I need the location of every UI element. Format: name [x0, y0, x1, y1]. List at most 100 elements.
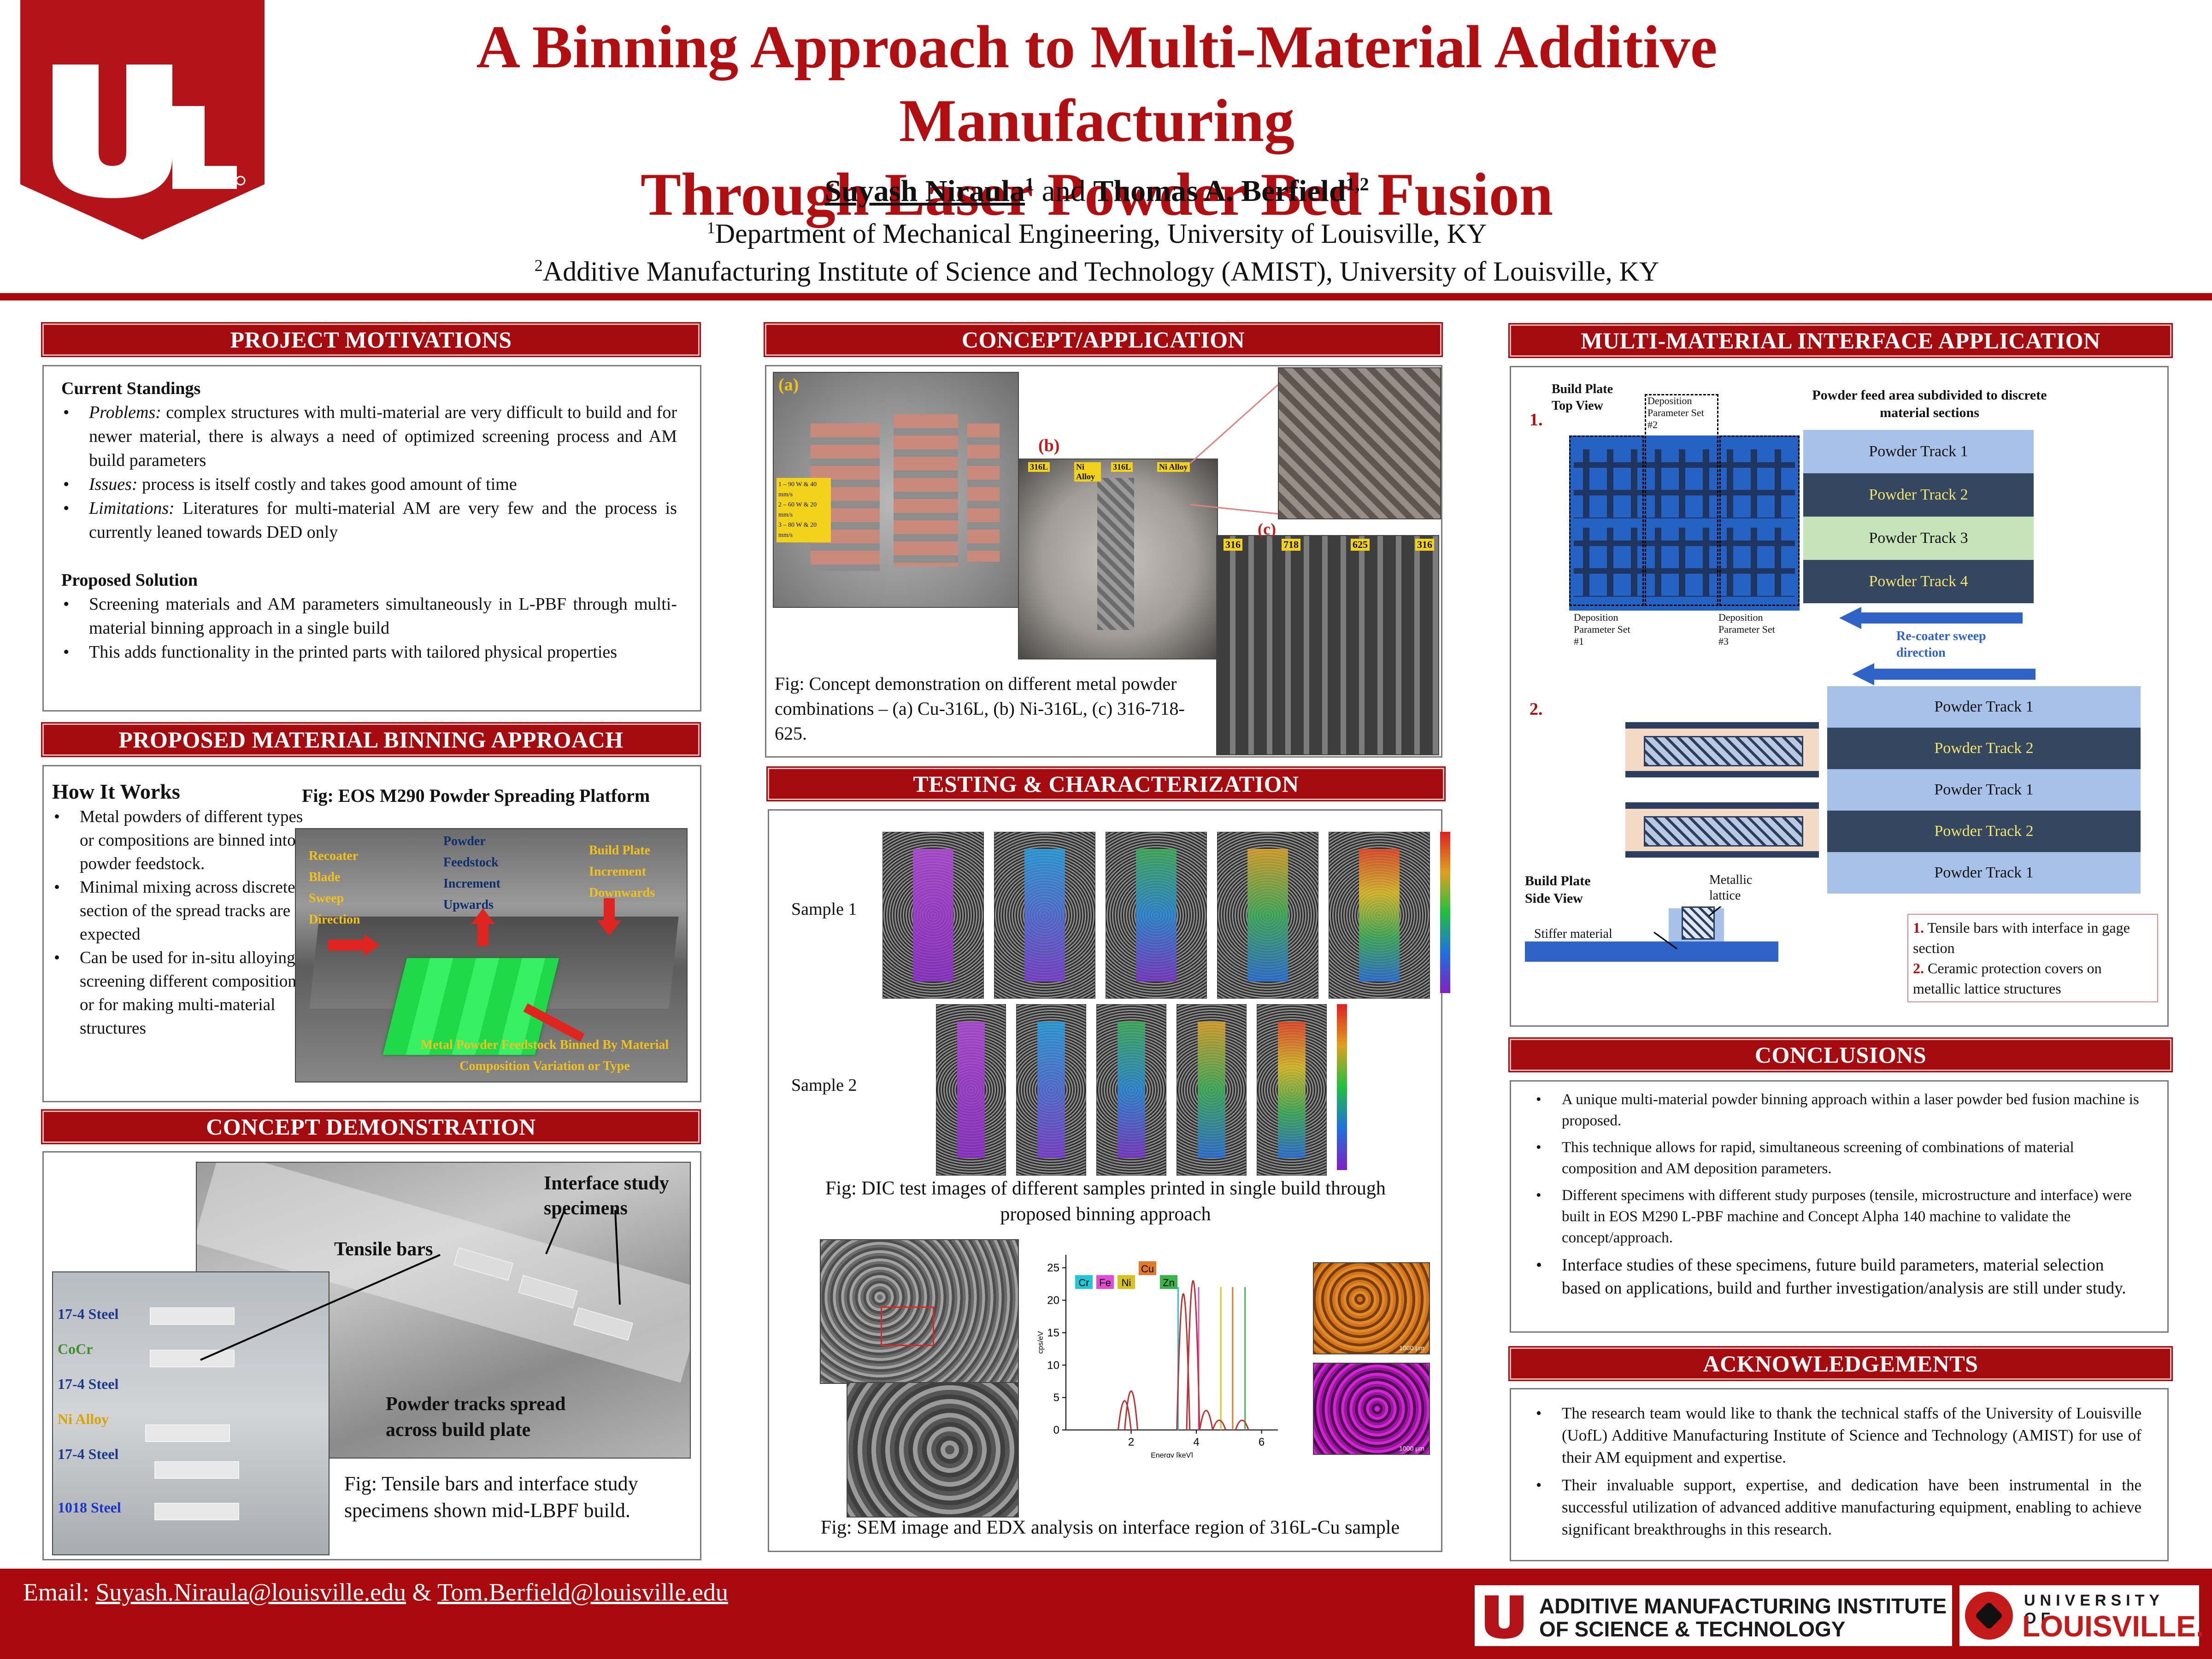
dic-image: [1106, 832, 1207, 999]
email-link-2[interactable]: Tom.Berfield@louisville.edu: [437, 1578, 728, 1606]
lattice-block-2: [1625, 802, 1819, 858]
tensile-bar: [150, 1307, 235, 1325]
side-view-label: Build Plate Side View: [1525, 873, 1591, 906]
dic-strain-field: [1024, 849, 1065, 982]
concept-photo-a: 1 – 90 W & 40 mm/s 2 – 60 W & 20 mm/s 3 …: [773, 372, 1019, 608]
spectrum-peak: [1212, 1419, 1227, 1430]
powder-track: Powder Track 4: [1803, 560, 2034, 603]
current-standings-list: Problems: complex structures with multi-…: [61, 400, 677, 544]
email-label: Email:: [23, 1578, 96, 1606]
note-1: 1. Tensile bars with interface in gage s…: [1913, 919, 2130, 956]
interface-panel: 1. Build Plate Top View Deposition Param…: [1510, 366, 2169, 1027]
powder-track: Powder Track 1: [1827, 769, 2141, 811]
spectrum-peak: [1124, 1390, 1139, 1430]
section-title-acknowledgements: ACKNOWLEDGEMENTS: [1510, 1347, 2171, 1380]
powder-track: Powder Track 1: [1803, 430, 2034, 473]
dic-strain-field: [1136, 849, 1177, 982]
list-item: Interface studies of these specimens, fu…: [1536, 1254, 2141, 1300]
authors: Suyash Niraula1 and Thomas A. Berfield1,…: [323, 166, 1871, 210]
tag: 718: [1282, 539, 1300, 551]
eos-figure-title: Fig: EOS M290 Powder Spreading Platform: [302, 785, 650, 806]
conclusions-list: A unique multi-material powder binning a…: [1530, 1089, 2141, 1300]
edx-map-cu: 1000 µm: [1313, 1262, 1430, 1354]
label-a: (a): [778, 375, 799, 394]
x-tick-label: 2: [1128, 1436, 1134, 1448]
acknowledgements-panel: The research team would like to thank th…: [1510, 1388, 2169, 1561]
powder-track: Powder Track 2: [1827, 728, 2141, 769]
lattice: [1682, 906, 1715, 940]
x-tick-label: 4: [1193, 1436, 1199, 1448]
section-title-interface: MULTI-MATERIAL INTERFACE APPLICATION: [1510, 324, 2171, 357]
y-tick-label: 15: [1047, 1327, 1059, 1339]
material-label: 17-4 Steel: [58, 1446, 119, 1462]
sem-image-top: [820, 1239, 1019, 1384]
cover: [1625, 771, 1819, 777]
lattice-block: [1097, 478, 1134, 630]
concept-photo-c: 316 718 625 316: [1216, 535, 1439, 755]
concept-photo-lattice: [1278, 367, 1441, 519]
section-title-conclusions: CONCLUSIONS: [1510, 1039, 2171, 1071]
note-2: 2. Ceramic protection covers on metallic…: [1913, 960, 2102, 997]
interface-notes: 1. Tensile bars with interface in gage s…: [1907, 914, 2158, 1002]
dep-box: [1719, 435, 1800, 606]
side-view-diagram: [1525, 906, 1778, 962]
top-view-label: Build Plate Top View: [1552, 382, 1613, 413]
section-title-demo: CONCEPT DEMONSTRATION: [42, 1111, 700, 1143]
title-line-1: A Binning Approach to Multi-Material Add…: [476, 13, 1718, 154]
dic-image: [1016, 1004, 1086, 1176]
poster-title: A Binning Approach to Multi-Material Add…: [323, 10, 1871, 231]
author-1-sup: 1: [1025, 174, 1035, 194]
y-tick-label: 25: [1047, 1262, 1059, 1274]
arrow-powder-up-head: [471, 908, 495, 924]
affiliation-2: 2Additive Manufacturing Institute of Sci…: [323, 248, 1871, 289]
y-tick-label: 0: [1053, 1424, 1059, 1436]
list-item: This technique allows for rapid, simulta…: [1536, 1137, 2141, 1179]
arrow-plate-down: [604, 898, 615, 921]
tracks-2: Powder Track 1 Powder Track 2 Powder Tra…: [1827, 686, 2141, 894]
dep-box: [1645, 394, 1718, 606]
amist-logo: ADDITIVE MANUFACTURING INSTITUTE OF SCIE…: [1475, 1585, 1952, 1646]
dic-row-1: [882, 832, 1450, 999]
author-2: Thomas A. Berfield: [1093, 174, 1346, 208]
section-title-testing: TESTING & CHARACTERIZATION: [768, 768, 1444, 800]
binning-panel: How It Works Metal powders of different …: [42, 765, 701, 1102]
material-label: 1018 Steel: [58, 1499, 121, 1516]
spectrum-peak: [1186, 1280, 1200, 1430]
footer-band: Email: Suyash.Niraula@louisville.edu & T…: [0, 1569, 2212, 1659]
dic-image: [1329, 832, 1430, 999]
dic-strain-field: [1359, 849, 1400, 982]
list-item: Their invaluable support, expertise, and…: [1536, 1474, 2141, 1541]
cover: [1625, 851, 1819, 858]
amist-line-2: OF SCIENCE & TECHNOLOGY: [1539, 1617, 1846, 1641]
arrow-recoater: [328, 940, 365, 951]
material-label: CoCr: [58, 1341, 93, 1357]
tag: 625: [1351, 539, 1370, 551]
dic-image: [994, 832, 1095, 999]
powder-track: Powder Track 1: [1827, 852, 2141, 894]
author-1: Suyash Niraula: [824, 174, 1025, 208]
arrow-plate-down-head: [597, 920, 621, 936]
dic-strain-field: [957, 1022, 985, 1158]
dic-strain-field: [1118, 1022, 1145, 1158]
interface-study-label: Interface study specimens: [544, 1173, 669, 1219]
element-label-ni: Ni: [1122, 1277, 1131, 1288]
uni-line-1: UNIVERSITY OF: [2024, 1592, 2164, 1627]
proposed-solution-heading: Proposed Solution: [61, 571, 198, 590]
element-label-fe: Fe: [1099, 1277, 1111, 1288]
feed-title: Powder feed area subdivided to discrete …: [1812, 388, 2047, 420]
uofl-mini-logo: [1485, 1595, 1524, 1639]
section-title-binning: PROPOSED MATERIAL BINNING APPROACH: [42, 724, 700, 756]
scale-label: 1000 µm: [1399, 1445, 1424, 1452]
arrow-powder-up: [477, 923, 488, 946]
label-powder-feedstock: Powder Feedstock Increment Upwards: [443, 834, 500, 912]
recoater-arrow-2-head: [1852, 663, 1874, 685]
svg-text:F: F: [144, 86, 159, 115]
legend-line: 3 – 80 W & 20 mm/s: [778, 522, 817, 539]
material-label: Ni Alloy: [58, 1411, 109, 1427]
dic-image: [1177, 1004, 1247, 1176]
uni-line-2: LOUISVILLE.: [2022, 1610, 2204, 1643]
email-link-1[interactable]: Suyash.Niraula@louisville.edu: [95, 1578, 406, 1606]
sem-zoom-box: [881, 1306, 934, 1346]
element-label-cu: Cu: [1141, 1263, 1154, 1275]
